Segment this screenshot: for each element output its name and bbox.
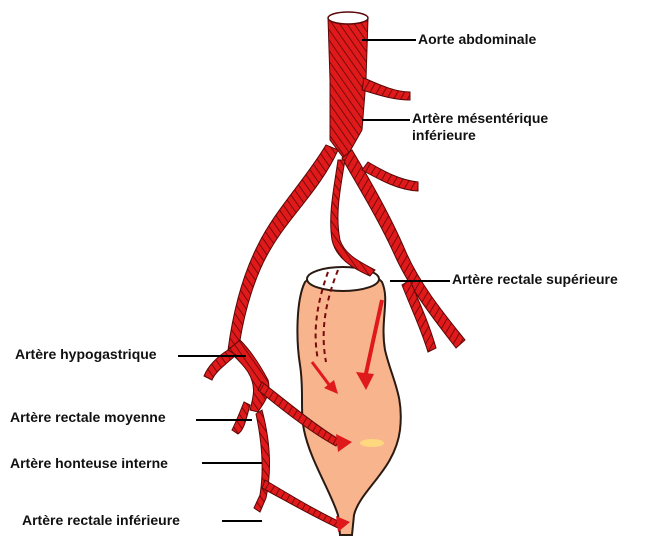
label-aorte-abdominale: Aorte abdominale: [418, 31, 536, 48]
label-mesenterique-line1: Artère mésentérique: [412, 110, 548, 126]
aorta-opening: [328, 12, 368, 24]
hypogastric-artery: [228, 340, 269, 412]
mesenteric-branch: [362, 78, 410, 100]
internal-pudendal-artery: [232, 402, 250, 434]
label-artere-honteuse-interne: Artère honteuse interne: [10, 455, 168, 472]
rectum: [297, 271, 400, 535]
label-artere-hypogastrique: Artère hypogastrique: [15, 346, 157, 363]
label-artere-rectale-moyenne: Artère rectale moyenne: [10, 409, 166, 426]
hypogastric-lateral-branch: [204, 350, 236, 380]
label-mesenterique-line2: inférieure: [412, 127, 548, 144]
pudendal-lower-branch: [254, 410, 269, 512]
label-artere-rectale-superieure: Artère rectale supérieure: [452, 271, 618, 288]
label-artere-rectale-inferieure: Artère rectale inférieure: [22, 512, 180, 529]
rectum-highlight: [360, 439, 384, 447]
label-artere-mesenterique-inferieure: Artère mésentérique inférieure: [412, 110, 548, 144]
